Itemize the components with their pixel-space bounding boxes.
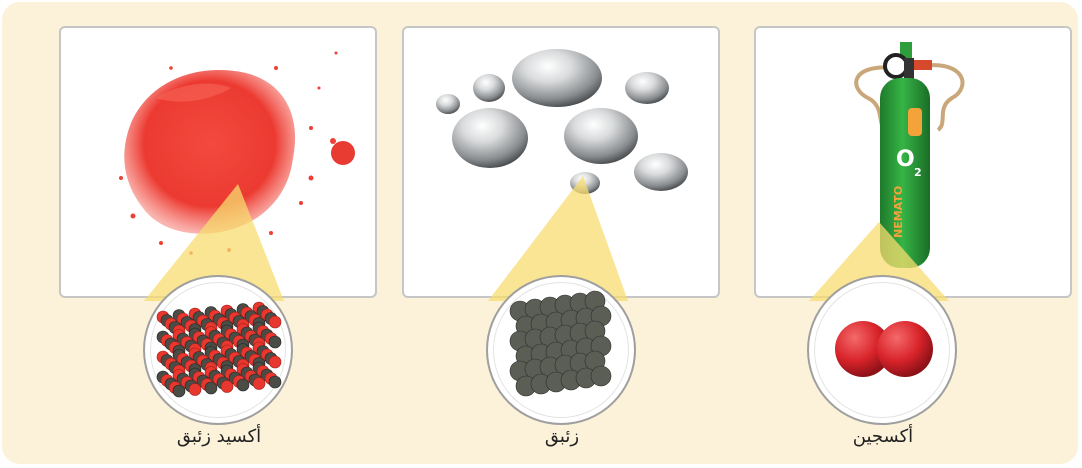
tank-brand-text: NEMATO — [892, 186, 905, 238]
atom-sphere — [253, 378, 265, 390]
mercury-photo-card — [402, 26, 720, 298]
oxygen-molecule-model — [809, 277, 957, 425]
atom-sphere — [269, 376, 281, 388]
atom-sphere — [269, 316, 281, 328]
mercury-atom-cluster-model — [488, 277, 636, 425]
mercury-oxide-powder-image — [61, 28, 375, 296]
atom-sphere — [189, 384, 201, 396]
label-oxygen: أكسجين — [773, 426, 993, 447]
mercury-droplets-image — [404, 28, 718, 296]
label-mercury-oxide: أكسيد زئبق — [109, 426, 329, 447]
atom-sphere — [205, 382, 217, 394]
atom-sphere — [591, 366, 611, 386]
mercury-oxide-lattice-model — [145, 277, 293, 425]
label-mercury: زئبق — [452, 426, 672, 447]
mercury-oxide-molecule-lens — [143, 275, 293, 425]
atom-sphere — [237, 379, 249, 391]
atom-sphere — [221, 381, 233, 393]
tank-formula-subscript: 2 — [914, 166, 922, 179]
atom-sphere — [173, 385, 185, 397]
mercury-oxide-photo-card — [59, 26, 377, 298]
atom-sphere — [269, 356, 281, 368]
tank-formula: O — [896, 147, 915, 172]
oxygen-tank-image: O 2 NEMATO — [756, 28, 1070, 296]
oxygen-molecule-lens — [807, 275, 957, 425]
oxygen-photo-card: O 2 NEMATO — [754, 26, 1072, 298]
mercury-molecule-lens — [486, 275, 636, 425]
atom-sphere — [269, 336, 281, 348]
